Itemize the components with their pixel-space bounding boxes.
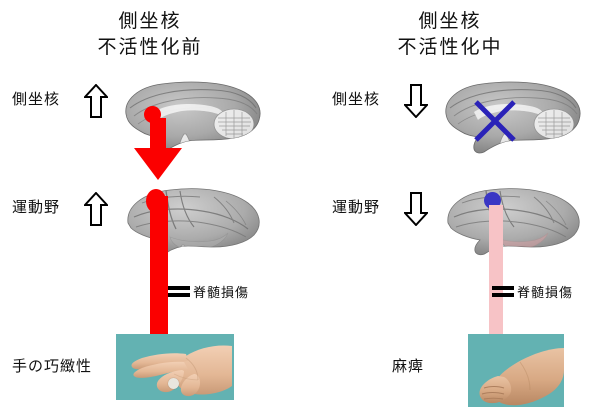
outline-arrow-up-icon-m1-left bbox=[84, 192, 108, 226]
panel-before-inactivation: 側坐核 不活性化前 bbox=[0, 8, 300, 60]
outline-arrow-down-icon-m1-right bbox=[404, 192, 428, 226]
label-paralysis: 麻痺 bbox=[392, 357, 425, 375]
label-spinal-cord-injury-right: 脊髄損傷 bbox=[517, 286, 574, 301]
outline-arrow-up-icon-nac-left bbox=[84, 84, 108, 118]
double-bar-icon-right bbox=[492, 283, 514, 300]
label-nucleus-accumbens-right: 側坐核 bbox=[332, 90, 381, 108]
panel-right-title-line2: 不活性化中 bbox=[397, 36, 503, 58]
hand-clenched-fist-illustration bbox=[479, 348, 564, 406]
outline-arrow-down-icon-nac-right bbox=[404, 84, 428, 118]
photo-hand-precision-grip bbox=[116, 334, 234, 400]
brain-lateral-surface-right bbox=[438, 183, 588, 263]
label-motor-cortex-left: 運動野 bbox=[12, 198, 61, 216]
label-spinal-cord-injury-left: 脊髄損傷 bbox=[193, 286, 250, 301]
panel-during-inactivation: 側坐核 不活性化中 bbox=[300, 0, 600, 407]
marker-nucleus-accumbens-blue-x bbox=[472, 98, 518, 144]
panel-left-title-line1: 側坐核 bbox=[118, 10, 182, 32]
photo-hand-clenched-fist bbox=[468, 334, 564, 407]
spinal-cord-injury-marker-left: 脊髄損傷 bbox=[168, 282, 249, 301]
spinal-cord-injury-marker-right: 脊髄損傷 bbox=[492, 282, 573, 301]
label-nucleus-accumbens-left: 側坐核 bbox=[12, 90, 61, 108]
marker-motor-cortex-blue-dot bbox=[484, 192, 501, 209]
hand-precision-grip-illustration bbox=[131, 345, 232, 397]
grasped-pellet bbox=[168, 378, 179, 389]
panel-left-title: 側坐核 不活性化前 bbox=[0, 8, 300, 60]
panel-right-title-line1: 側坐核 bbox=[418, 10, 482, 32]
signal-arrow-weak-right bbox=[479, 205, 513, 377]
signal-arrow-strong-lower-left bbox=[128, 196, 188, 378]
double-bar-icon-left bbox=[168, 283, 190, 300]
label-hand-dexterity: 手の巧緻性 bbox=[12, 357, 93, 375]
panel-right-title: 側坐核 不活性化中 bbox=[300, 8, 600, 60]
signal-arrow-strong-upper-left bbox=[128, 118, 188, 182]
panel-left-title-line2: 不活性化前 bbox=[97, 36, 203, 58]
label-motor-cortex-right: 運動野 bbox=[332, 198, 381, 216]
